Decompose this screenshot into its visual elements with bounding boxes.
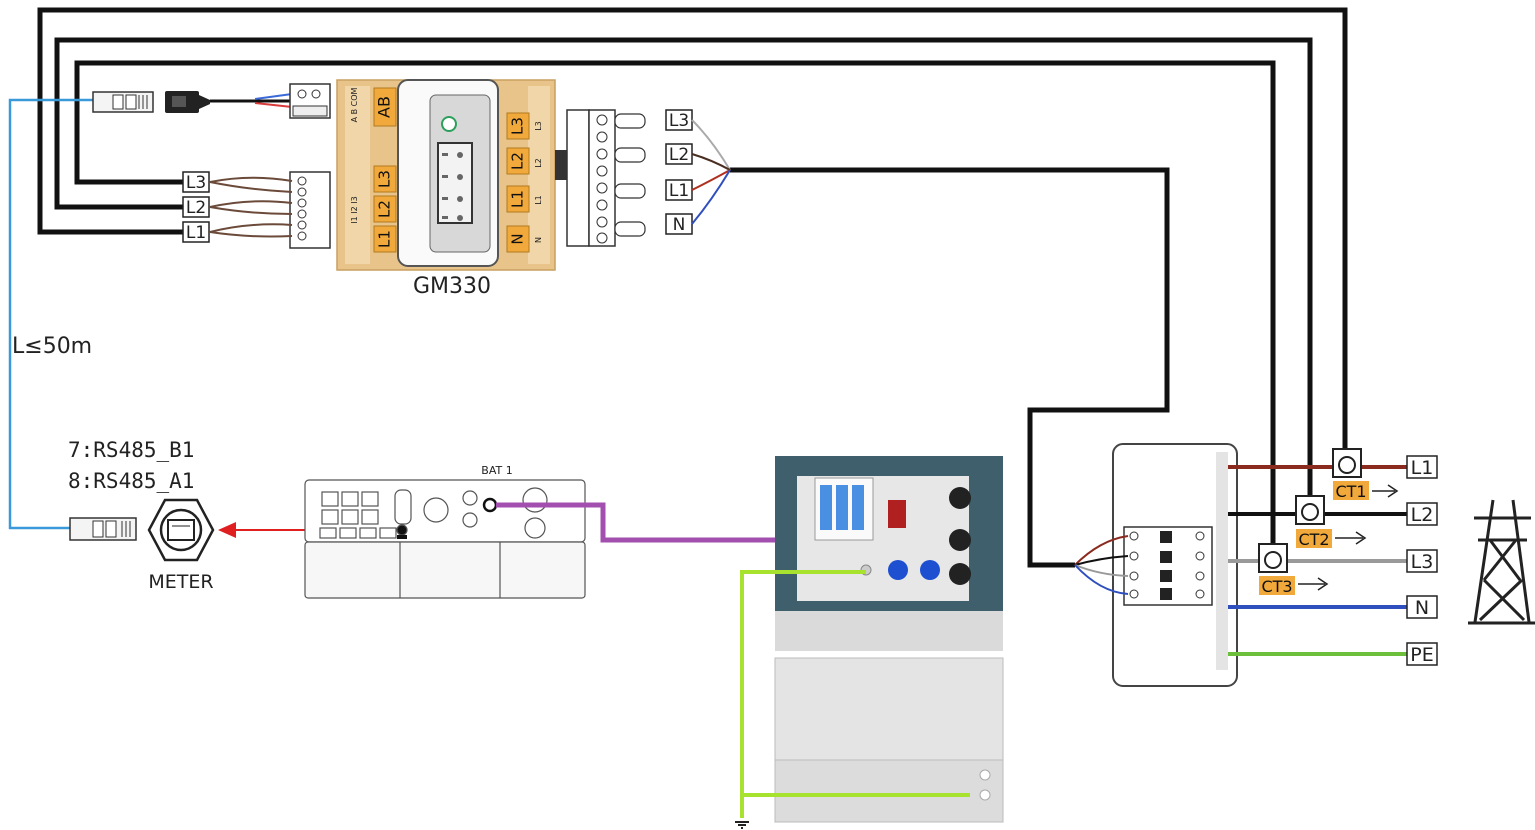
ct-wire-tags: L3 L2 L1 [182, 171, 210, 243]
rs485-adapter [165, 83, 331, 119]
svg-text:L1: L1 [669, 181, 689, 201]
grid-line-tags: L1 L2 L3 N PE [1406, 455, 1438, 666]
smart-meter-gm330: AB A B COM L3 L2 L1 I1 I2 I3 L3 L2 L1 N … [336, 79, 556, 271]
ct-clamp-3: CT3 [1258, 543, 1329, 596]
svg-text:L1: L1 [186, 223, 206, 243]
svg-text:AB: AB [375, 96, 394, 118]
voltage-terminal-tags: L3 L2 L1 N [506, 112, 530, 253]
ct-wire-l1 [37, 7, 1348, 452]
current-terminal-tags: L3 L2 L1 [373, 165, 397, 253]
ct-wire-l3 [74, 60, 1276, 548]
cable-length-label: L≤50m [12, 334, 92, 359]
battery-port [482, 497, 498, 513]
pin-label-b1: 7:RS485_B1 [68, 438, 194, 462]
rs485-small-label: A B COM [350, 87, 359, 122]
svg-text:L3: L3 [509, 117, 527, 135]
rs485-cable [8, 98, 95, 530]
current-small-label: I1 I2 I3 [350, 196, 359, 223]
pin-label-a1: 8:RS485_A1 [68, 469, 194, 493]
svg-text:L1: L1 [534, 195, 543, 205]
svg-text:L2: L2 [509, 152, 527, 170]
svg-text:N: N [509, 233, 527, 244]
meter-port-label: METER [148, 571, 213, 593]
svg-text:L1: L1 [1411, 457, 1434, 479]
svg-text:L1: L1 [509, 190, 527, 208]
ct-terminal-block [209, 171, 331, 249]
svg-text:L3: L3 [186, 173, 206, 193]
rs485-terminal-tag: AB [373, 87, 397, 127]
rj45-plug-top [92, 91, 154, 113]
voltage-terminal-block [555, 109, 646, 247]
svg-text:L2: L2 [669, 145, 689, 165]
transmission-tower-icon [1468, 499, 1535, 625]
ct-clamp-1: CT1 [1332, 448, 1399, 501]
ct-clamp-2: CT2 [1295, 495, 1367, 549]
voltage-small-labels: L3 L2 L1 N [534, 121, 543, 243]
rj45-plug-bottom [69, 517, 137, 541]
voltage-bundle-wire [730, 167, 1170, 568]
ct-wires [37, 7, 1348, 568]
ct-wire-l2 [54, 37, 1313, 500]
svg-text:L2: L2 [186, 198, 206, 218]
meter-logo [441, 116, 457, 132]
svg-text:L2: L2 [1411, 504, 1434, 526]
svg-text:PE: PE [1410, 644, 1433, 666]
svg-text:N: N [534, 237, 543, 243]
distribution-board [1074, 443, 1238, 687]
svg-text:CT2: CT2 [1298, 530, 1329, 549]
svg-text:L2: L2 [376, 200, 394, 218]
svg-text:L3: L3 [669, 111, 689, 131]
ground-wire [740, 570, 970, 818]
inverter [304, 479, 586, 599]
svg-text:N: N [673, 215, 686, 235]
svg-text:L3: L3 [1411, 551, 1434, 573]
battery-cabinet [774, 456, 1004, 823]
svg-text:CT3: CT3 [1261, 577, 1292, 596]
svg-text:L3: L3 [534, 121, 543, 131]
svg-text:L2: L2 [534, 158, 543, 168]
svg-text:N: N [1415, 597, 1429, 619]
voltage-wire-tags: L3 L2 L1 N [665, 109, 731, 235]
meter-port-icon [147, 498, 215, 562]
svg-text:L1: L1 [376, 230, 394, 248]
svg-text:CT1: CT1 [1335, 482, 1366, 501]
battery-port-label: BAT 1 [481, 464, 512, 477]
svg-text:L3: L3 [376, 170, 394, 188]
meter-name: GM330 [413, 274, 491, 299]
ground-symbol [735, 821, 749, 829]
